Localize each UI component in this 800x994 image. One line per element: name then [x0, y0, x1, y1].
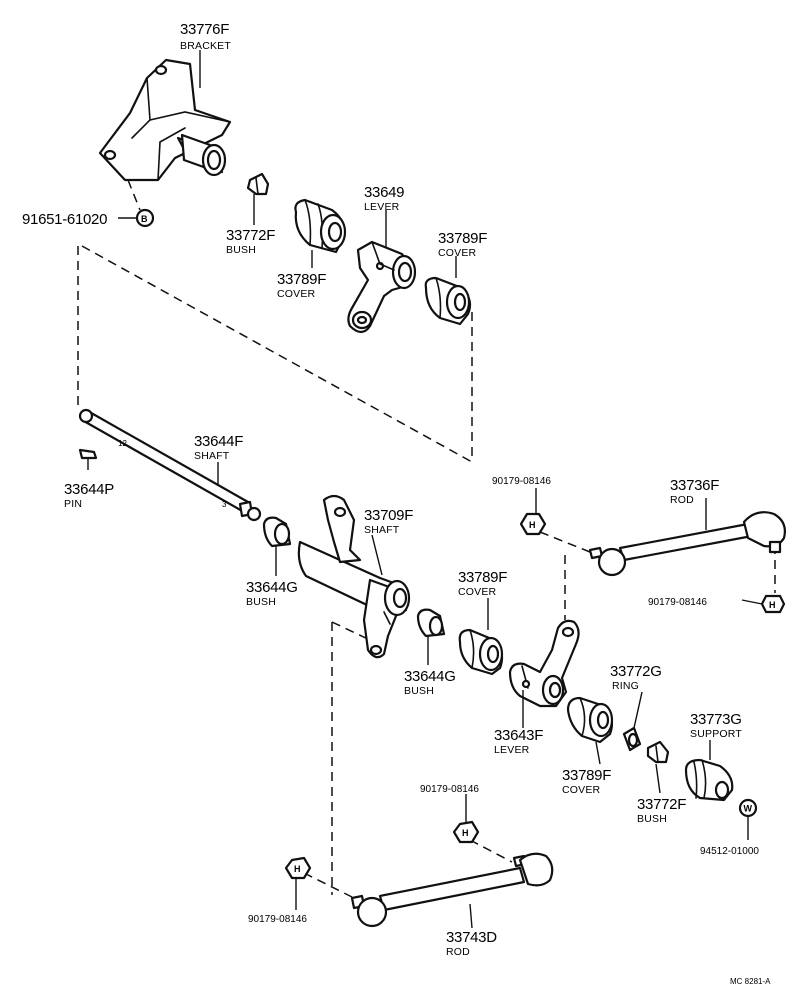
- label-shaft-lever-part: 33709F: [364, 507, 413, 524]
- label-cover-mid-part: 33789F: [458, 569, 507, 586]
- label-bush-upper-name: BUSH: [226, 244, 256, 256]
- shaft-mark-12: 12: [118, 439, 127, 448]
- label-support-part: 33773G: [690, 711, 742, 728]
- label-lever-lower-part: 33643F: [494, 727, 543, 744]
- label-nut-lower-right-part: 90179-08146: [420, 784, 479, 795]
- bush-lower-part: [646, 740, 670, 764]
- label-cover-lower-name: COVER: [562, 784, 601, 796]
- cover-mid-part: [458, 628, 504, 676]
- shaft-long-part: 12 3: [78, 408, 262, 522]
- label-lever-upper-name: LEVER: [364, 201, 400, 213]
- nut-right-symbol: H: [769, 600, 776, 610]
- bush-mid-part: [416, 608, 446, 638]
- label-rod-lower-part: 33743D: [446, 929, 497, 946]
- label-pin-name: PIN: [64, 498, 82, 510]
- shaft-lever-part: [297, 494, 411, 659]
- label-washer-part: 94512-01000: [700, 846, 759, 857]
- label-ring-name: RING: [612, 680, 639, 692]
- bolt-symbol: B: [141, 214, 148, 224]
- rod-right-part: [588, 511, 786, 577]
- cover-upper-right-part: [424, 276, 472, 326]
- part-labels: 33776F BRACKET 91651-61020 33772F BUSH 3…: [22, 21, 771, 986]
- label-support-name: SUPPORT: [690, 728, 742, 740]
- nut-lower-left-symbol: H: [294, 864, 301, 874]
- cover-upper-left-part: [294, 198, 347, 254]
- bracket-part: [98, 58, 232, 182]
- bush-shaft-part: [262, 516, 292, 548]
- label-nut-top-part: 90179-08146: [492, 476, 551, 487]
- label-rod-right-part: 33736F: [670, 477, 719, 494]
- label-shaft-long-part: 33644F: [194, 433, 243, 450]
- label-cover-upper-left-name: COVER: [277, 288, 316, 300]
- label-lever-upper-part: 33649: [364, 184, 404, 201]
- label-nut-right-part: 90179-08146: [648, 597, 707, 608]
- label-lever-lower-name: LEVER: [494, 744, 530, 756]
- label-bush-shaft-part: 33644G: [246, 579, 298, 596]
- label-bush-upper-part: 33772F: [226, 227, 275, 244]
- label-bolt-part: 91651-61020: [22, 211, 107, 228]
- label-nut-lower-left-part: 90179-08146: [248, 914, 307, 925]
- nut-lower-right-symbol: H: [462, 828, 469, 838]
- label-bush-shaft-name: BUSH: [246, 596, 276, 608]
- label-bush-lower-name: BUSH: [637, 813, 667, 825]
- assembly-lines: [77, 179, 776, 898]
- nut-top-icon: H: [519, 512, 547, 536]
- nut-lower-right-icon: H: [452, 820, 480, 844]
- leader-lines: [87, 50, 763, 929]
- figure-reference: MC 8281-A: [730, 977, 771, 986]
- label-cover-upper-right-name: COVER: [438, 247, 477, 259]
- label-shaft-lever-name: SHAFT: [364, 524, 400, 536]
- pin-part: [78, 448, 98, 460]
- ring-part: [622, 726, 642, 752]
- label-bush-mid-part: 33644G: [404, 668, 456, 685]
- label-bush-lower-part: 33772F: [637, 796, 686, 813]
- lever-lower-part: [508, 619, 580, 708]
- label-pin-part: 33644P: [64, 481, 114, 498]
- label-cover-mid-name: COVER: [458, 586, 497, 598]
- support-part: [684, 758, 734, 802]
- label-rod-right-name: ROD: [670, 494, 694, 506]
- washer-w-icon: W: [738, 798, 758, 818]
- label-cover-upper-right-part: 33789F: [438, 230, 487, 247]
- label-bush-mid-name: BUSH: [404, 685, 434, 697]
- label-ring-part: 33772G: [610, 663, 662, 680]
- nut-top-symbol: H: [529, 520, 536, 530]
- lever-upper-part: [347, 240, 417, 334]
- label-cover-lower-part: 33789F: [562, 767, 611, 784]
- label-bracket-name: BRACKET: [180, 40, 231, 52]
- bush-upper-part: [246, 172, 270, 196]
- rod-lower-part: [350, 852, 554, 928]
- shaft-mark-3: 3: [222, 500, 227, 509]
- bolt-b-icon: B: [135, 208, 155, 228]
- washer-symbol: W: [744, 804, 753, 814]
- label-rod-lower-name: ROD: [446, 946, 470, 958]
- nut-lower-left-icon: H: [284, 856, 312, 880]
- cover-lower-part: [566, 696, 614, 744]
- label-bracket-part: 33776F: [180, 21, 229, 38]
- label-cover-upper-left-part: 33789F: [277, 271, 326, 288]
- nut-right-icon: H: [760, 594, 786, 614]
- label-shaft-long-name: SHAFT: [194, 450, 230, 462]
